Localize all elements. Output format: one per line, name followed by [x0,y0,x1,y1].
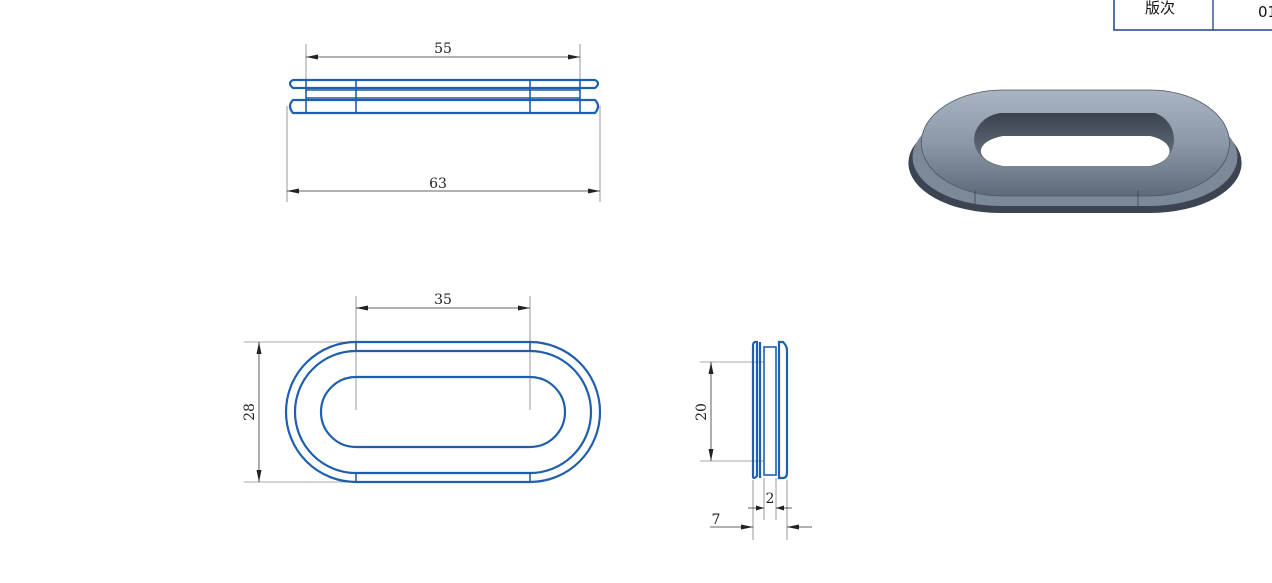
front-view-groove-outline [293,349,593,475]
dimension-20-label: 20 [694,403,710,421]
top-view-channel [306,89,580,99]
dimension-35-label: 35 [434,292,452,308]
top-view-lower-flange [288,98,600,115]
revision-label: 版次 [1145,0,1175,17]
front-view-inner-outline [319,375,567,449]
title-block-frame [1113,0,1272,31]
front-view-outer-outline [284,340,602,484]
dimension-63-label: 63 [429,176,447,192]
dimension-2-label: 2 [766,491,775,507]
side-view-right-flange [777,340,789,480]
side-view-left-flange [751,340,759,480]
isometric-model [908,89,1242,213]
top-view-upper-flange [288,78,600,90]
side-view: 20 2 7 [694,340,812,540]
title-block: 版次 01 [1113,0,1272,31]
top-view: 55 63 [286,41,601,202]
dimension-55-label: 55 [434,41,452,57]
dimension-7-label: 7 [712,512,721,528]
model-hole-opening [980,136,1170,166]
front-view: 35 28 [242,292,602,484]
side-view-core [763,346,777,476]
revision-value: 01 [1258,3,1272,21]
dimension-28-label: 28 [242,403,258,421]
